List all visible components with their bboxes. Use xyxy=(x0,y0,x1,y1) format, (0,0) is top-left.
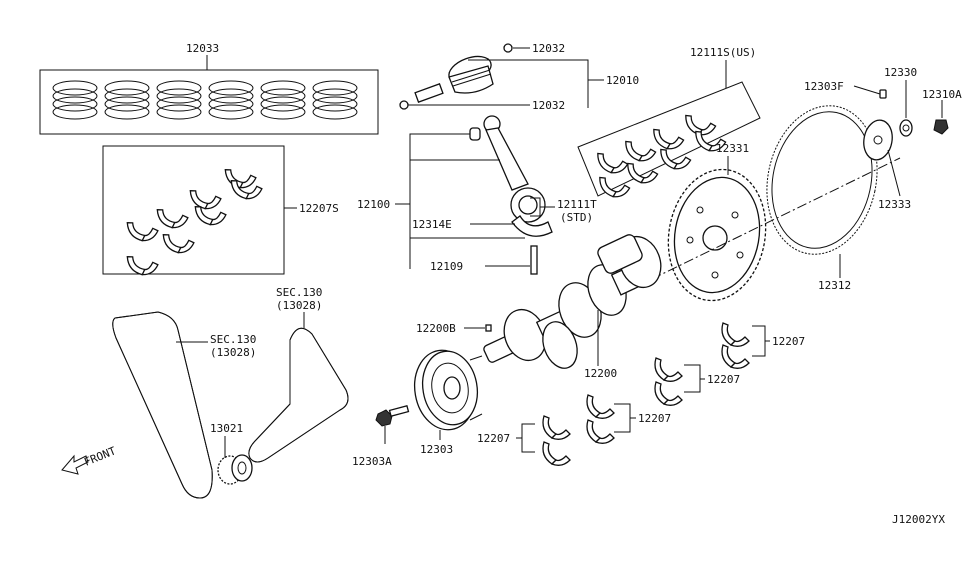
piston-ring xyxy=(260,80,306,120)
connecting-rod[interactable] xyxy=(469,115,553,275)
label-12100: 12100 xyxy=(357,198,390,211)
label-12303: 12303 xyxy=(420,443,453,456)
flywheel-ring-gear[interactable] xyxy=(754,95,891,264)
bearing-shell xyxy=(162,234,195,254)
piston-ring xyxy=(156,80,202,120)
label-12010: 12010 xyxy=(606,74,639,87)
crankshaft[interactable] xyxy=(483,231,668,373)
bearing-shell xyxy=(586,394,615,419)
crank-pulley[interactable] xyxy=(409,345,484,434)
main-bearing-pair-2[interactable] xyxy=(654,357,683,406)
label-13021: 13021 xyxy=(210,422,243,435)
bearing-shell xyxy=(542,415,571,440)
label-12032-bottom: 12032 xyxy=(532,99,565,112)
bearing-shell xyxy=(721,344,750,369)
main-bearing-pair-4[interactable] xyxy=(542,415,571,466)
label-12200: 12200 xyxy=(584,367,617,380)
bearing-shell xyxy=(542,441,571,466)
label-12303A: 12303A xyxy=(352,455,392,468)
label-12111S: 12111S(US) xyxy=(690,46,756,59)
conrod-bearing-set[interactable] xyxy=(577,81,761,200)
label-sec130-left: SEC.130 xyxy=(210,333,256,346)
bearing-shell xyxy=(194,206,227,226)
label-sec130-left-sub: (13028) xyxy=(210,346,256,359)
flywheel-bolt[interactable] xyxy=(933,119,949,135)
crank-key[interactable] xyxy=(485,324,492,332)
front-label: FRONT xyxy=(82,444,118,469)
label-12207-1: 12207 xyxy=(772,335,805,348)
label-12207-3: 12207 xyxy=(638,412,671,425)
piston-ring xyxy=(104,80,150,120)
bearing-shell xyxy=(597,152,629,174)
label-12314E: 12314E xyxy=(412,218,452,231)
label-12303F: 12303F xyxy=(804,80,844,93)
label-12331: 12331 xyxy=(716,142,749,155)
bearing-shell xyxy=(230,180,263,200)
bearing-shell xyxy=(625,140,657,162)
piston-ring xyxy=(208,80,254,120)
piston-ring xyxy=(52,80,98,120)
bearing-shell xyxy=(599,176,631,198)
label-sec130-right: SEC.130 xyxy=(276,286,322,299)
adapter-plate[interactable] xyxy=(861,118,896,162)
bearing-shell xyxy=(660,148,692,170)
piston-ring-set[interactable] xyxy=(39,69,379,135)
bearing-shell xyxy=(586,419,615,444)
timing-chain-primary[interactable] xyxy=(112,311,213,499)
pulley-bolt[interactable] xyxy=(375,404,410,427)
bearing-shell xyxy=(627,162,659,184)
label-12207-4: 12207 xyxy=(477,432,510,445)
label-12330: 12330 xyxy=(884,66,917,79)
bearing-shell xyxy=(189,190,222,210)
piston-ring xyxy=(312,80,358,120)
bearing-shell xyxy=(126,222,159,242)
label-12312: 12312 xyxy=(818,279,851,292)
bearing-shell xyxy=(224,169,257,189)
label-sec130-right-sub: (13028) xyxy=(276,299,322,312)
main-bearing-pair-3[interactable] xyxy=(586,394,615,444)
label-12111T-std: (STD) xyxy=(560,211,593,224)
pilot-bushing[interactable] xyxy=(899,119,913,137)
diagram-id: J12002YX xyxy=(892,513,945,526)
label-12207S: 12207S xyxy=(299,202,339,215)
label-12333: 12333 xyxy=(878,198,911,211)
bearing-shell xyxy=(721,322,750,347)
bearing-shell xyxy=(654,357,683,382)
bearing-shell xyxy=(654,381,683,406)
bearing-shell xyxy=(653,128,685,150)
main-bearing-pair-1[interactable] xyxy=(721,322,750,369)
label-12111T: 12111T xyxy=(557,198,597,211)
label-12310A: 12310A xyxy=(922,88,962,101)
piston-assembly[interactable] xyxy=(399,43,513,110)
front-arrow-icon xyxy=(61,454,89,475)
label-12033: 12033 xyxy=(186,42,219,55)
label-12207-2: 12207 xyxy=(707,373,740,386)
label-12200B: 12200B xyxy=(416,322,456,335)
main-bearing-set[interactable] xyxy=(102,145,285,279)
bearing-shell xyxy=(156,209,189,229)
label-12109: 12109 xyxy=(430,260,463,273)
bearing-shell xyxy=(695,130,727,152)
timing-chain-secondary[interactable] xyxy=(248,327,349,463)
bearing-shell xyxy=(126,256,159,276)
dowel-pin[interactable] xyxy=(879,89,887,99)
crank-sprocket[interactable] xyxy=(217,454,253,485)
drive-plate[interactable] xyxy=(658,162,775,309)
label-12032-top: 12032 xyxy=(532,42,565,55)
bearing-shell xyxy=(685,114,717,136)
